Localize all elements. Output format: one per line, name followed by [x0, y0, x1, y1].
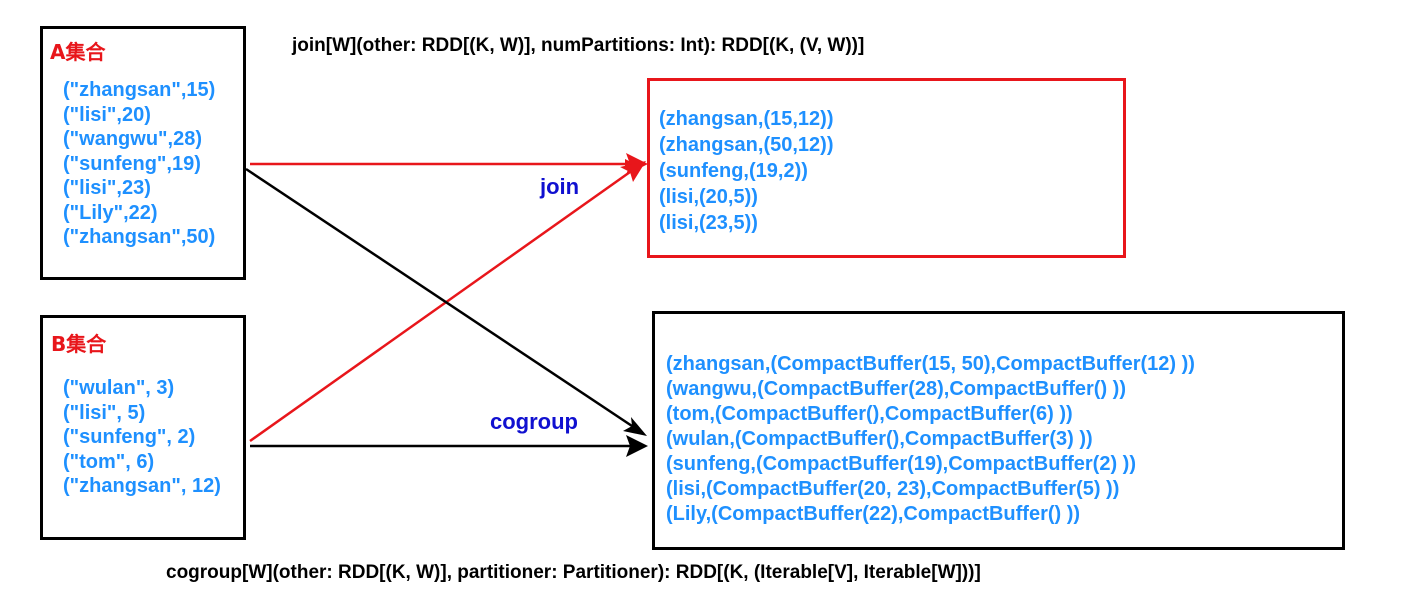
arrow-a-to-cogroup: [245, 167, 633, 428]
list-item: (lisi,(23,5)): [659, 212, 758, 234]
join-result-list: (zhangsan,(15,12)) (zhangsan,(50,12)) (s…: [659, 106, 833, 236]
cogroup-result-box: (zhangsan,(CompactBuffer(15, 50),Compact…: [652, 311, 1345, 550]
list-item: ("lisi",20): [63, 103, 151, 126]
list-item: (sunfeng,(19,2)): [659, 160, 808, 182]
cogroup-result-list: (zhangsan,(CompactBuffer(15, 50),Compact…: [666, 352, 1195, 527]
set-b-title: B集合: [51, 332, 107, 356]
arrow-b-to-join: [249, 170, 631, 443]
arrow-a-to-cogroup-head: [623, 417, 647, 436]
join-signature: join[W](other: RDD[(K, W)], numPartition…: [292, 35, 865, 56]
join-result-box: (zhangsan,(15,12)) (zhangsan,(50,12)) (s…: [647, 78, 1126, 258]
set-b-box: B集合 ("wulan", 3) ("lisi", 5) ("sunfeng",…: [40, 315, 246, 540]
list-item: ("tom", 6): [63, 450, 155, 473]
list-item: ("wangwu",28): [63, 128, 202, 150]
list-item: ("lisi",23): [63, 177, 151, 199]
list-item: (lisi,(20,5)): [659, 186, 758, 208]
list-item: ("Lily",22): [63, 201, 158, 224]
list-item: (wangwu,(CompactBuffer(28),CompactBuffer…: [666, 378, 1126, 400]
join-edge-label: join: [540, 174, 580, 199]
set-b-list: ("wulan", 3) ("lisi", 5) ("sunfeng", 2) …: [63, 376, 221, 499]
list-item: (lisi,(CompactBuffer(20, 23),CompactBuff…: [666, 478, 1120, 500]
list-item: ("lisi", 5): [63, 401, 146, 424]
set-a-list: ("zhangsan",15) ("lisi",20) ("wangwu",28…: [63, 78, 215, 250]
arrow-b-to-join-head: [620, 161, 646, 182]
set-a-title: A集合: [50, 40, 106, 64]
list-item: (sunfeng,(CompactBuffer(19),CompactBuffe…: [666, 453, 1136, 475]
list-item: ("sunfeng",19): [63, 152, 201, 175]
list-item: ("zhangsan", 12): [63, 475, 221, 497]
list-item: (wulan,(CompactBuffer(),CompactBuffer(3)…: [666, 428, 1093, 450]
list-item: ("wulan", 3): [63, 377, 175, 399]
list-item: (Lily,(CompactBuffer(22),CompactBuffer()…: [666, 503, 1081, 525]
list-item: ("sunfeng", 2): [63, 426, 196, 448]
arrow-b-to-cogroup-head: [626, 435, 648, 457]
list-item: ("zhangsan",50): [63, 226, 216, 248]
cogroup-edge-label: cogroup: [490, 409, 578, 434]
list-item: (zhangsan,(15,12)): [659, 108, 834, 130]
set-a-box: A集合 ("zhangsan",15) ("lisi",20) ("wangwu…: [40, 26, 246, 280]
list-item: (zhangsan,(CompactBuffer(15, 50),Compact…: [666, 353, 1195, 375]
cogroup-signature: cogroup[W](other: RDD[(K, W)], partition…: [166, 562, 981, 583]
list-item: ("zhangsan",15): [63, 79, 216, 101]
list-item: (tom,(CompactBuffer(),CompactBuffer(6) )…: [666, 403, 1073, 425]
list-item: (zhangsan,(50,12)): [659, 134, 834, 156]
